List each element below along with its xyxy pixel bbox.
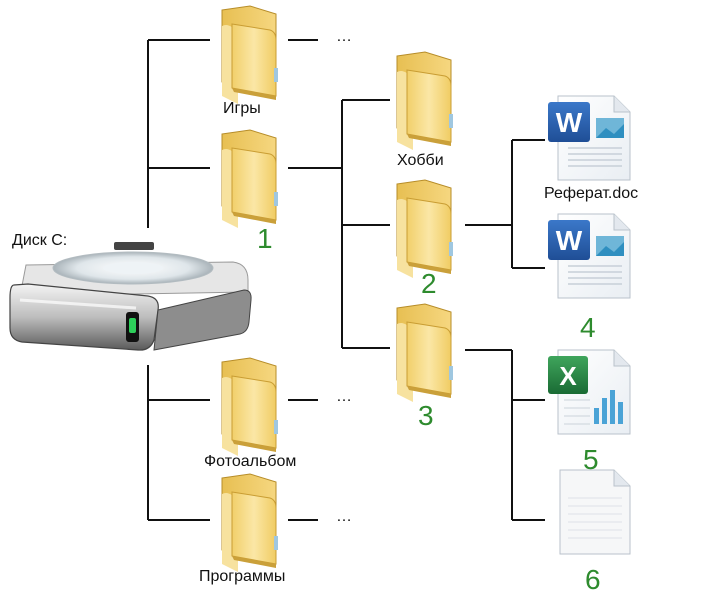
folder-photo-icon[interactable] [221,357,278,456]
folder-programs-icon[interactable] [221,473,278,572]
drive-label: Диск С: [12,232,68,249]
folder-1-icon[interactable] [221,129,278,228]
blank-document-icon[interactable] [559,469,631,555]
folder-programs-label: Программы [199,568,286,585]
folder-hobby-icon[interactable] [396,51,453,150]
folder-games-label: Игры [223,100,261,117]
folder-hobby-label: Хобби [397,152,444,169]
word-document-icon[interactable]: W [548,95,631,181]
excel-document-icon[interactable]: X [548,349,631,435]
word-document-icon[interactable]: W [548,213,631,299]
connector-lines [147,39,545,521]
folder-photo-label: Фотоальбом [204,453,297,470]
photo-more-dots: … [336,388,352,405]
hard-drive-icon[interactable] [9,242,252,351]
games-more-dots: … [336,28,352,45]
svg-text:X: X [559,361,577,391]
folder-3-number: 3 [418,400,434,431]
folder-3-icon[interactable] [396,303,453,402]
file-referat-label: Реферат.doc [544,185,639,202]
file-5-number: 5 [583,444,599,475]
programs-more-dots: … [336,508,352,525]
svg-text:W: W [556,107,583,138]
folder-2-number: 2 [421,268,437,299]
file-6-number: 6 [585,564,601,595]
folder-2-icon[interactable] [396,179,453,278]
folder-games-icon[interactable] [221,5,278,104]
file-4-number: 4 [580,312,596,343]
folder-1-number: 1 [257,223,273,254]
svg-text:W: W [556,225,583,256]
